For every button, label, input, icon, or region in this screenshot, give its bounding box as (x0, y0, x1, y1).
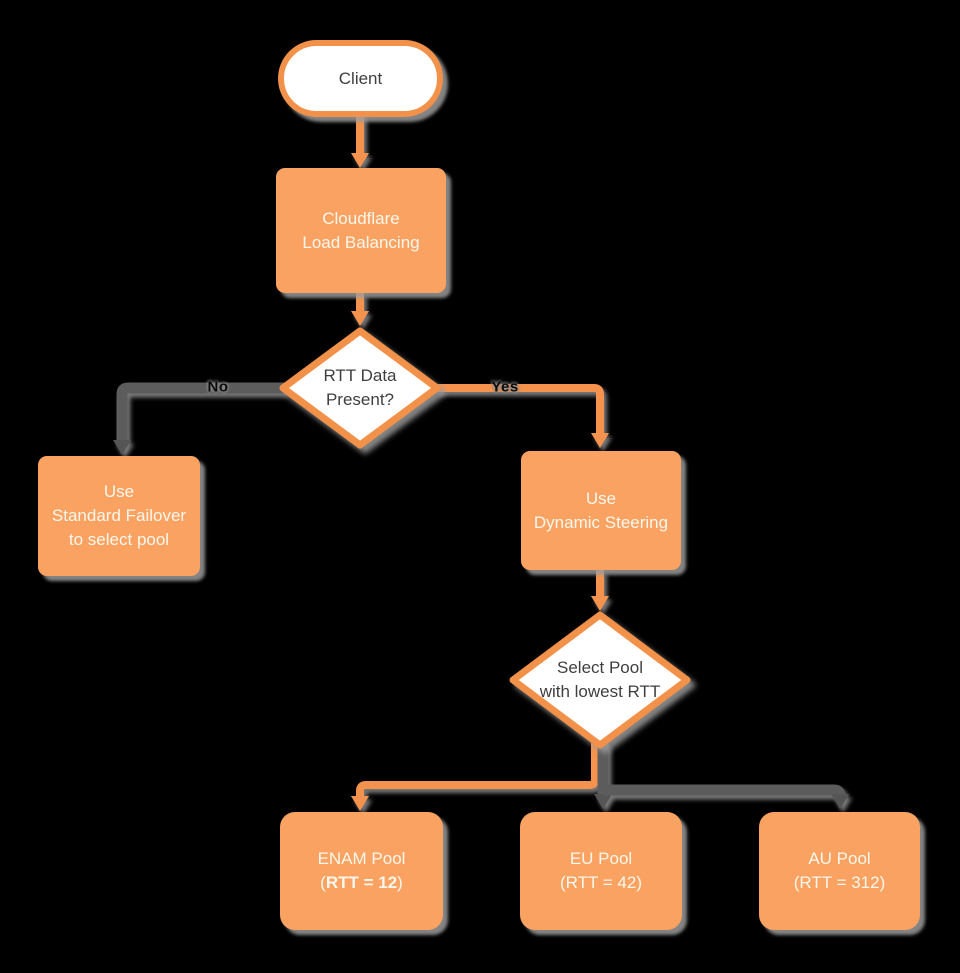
cloudflare-load-balancing-node: Cloudflare Load Balancing (276, 168, 446, 293)
client-label: Client (338, 68, 383, 88)
standard-failover-node: Use Standard Failover to select pool (38, 456, 200, 576)
enam-pool-line2: (RTT = 12) (320, 871, 403, 895)
arrowhead-eu (594, 794, 612, 809)
arrowhead-dynamic-steering (591, 433, 609, 448)
dynamic-steering-node: Use Dynamic Steering (521, 451, 681, 570)
arrowhead-enam (351, 796, 369, 811)
client-node: Client (278, 40, 443, 117)
cloudflare-label-line2: Load Balancing (302, 232, 420, 252)
arrowhead-select-diamond (591, 596, 609, 611)
standard-failover-line3: to select pool (68, 530, 170, 549)
enam-pool-node: ENAM Pool (RTT = 12) (280, 812, 443, 930)
dynamic-steering-line1: Use (585, 488, 617, 508)
eu-pool-node: EU Pool (RTT = 42) (520, 812, 682, 930)
rtt-decision-label: RTT Data Present? (283, 331, 437, 445)
arrowhead-au (831, 794, 849, 809)
arrowhead-standard-failover (113, 440, 131, 455)
standard-failover-line2: Standard Failover (51, 506, 187, 525)
enam-rtt-close: ) (397, 873, 403, 892)
cloudflare-label-line1: Cloudflare (322, 208, 400, 228)
arrowhead-rtt-diamond (351, 311, 369, 326)
edge-select-to-enam (356, 743, 599, 796)
arrowhead-cloudflare (351, 153, 369, 168)
eu-pool-line2: (RTT = 42) (559, 873, 643, 892)
edge-yes-branch (435, 384, 604, 433)
au-pool-line1: AU Pool (808, 849, 871, 868)
eu-pool-line1: EU Pool (569, 849, 633, 868)
rtt-decision-line2: Present? (325, 390, 395, 409)
enam-rtt-open: ( (320, 873, 326, 892)
au-pool-node: AU Pool (RTT = 312) (759, 812, 920, 930)
enam-rtt-value: RTT = 12 (325, 873, 398, 892)
dynamic-steering-line2: Dynamic Steering (533, 512, 669, 532)
select-pool-label: Select Pool with lowest RTT (513, 615, 687, 745)
select-pool-diamond (509, 611, 691, 749)
rtt-decision-diamond (279, 327, 441, 449)
au-pool-line2: (RTT = 312) (793, 873, 886, 892)
select-pool-line2: with lowest RTT (539, 682, 661, 701)
yes-branch-label: Yes (491, 378, 519, 396)
no-branch-label: No (207, 378, 229, 396)
enam-pool-line1: ENAM Pool (317, 849, 406, 868)
select-pool-line1: Select Pool (557, 658, 643, 677)
edge-no-branch (116, 382, 285, 440)
standard-failover-line1: Use (103, 482, 135, 501)
rtt-decision-line1: RTT Data (323, 366, 397, 385)
